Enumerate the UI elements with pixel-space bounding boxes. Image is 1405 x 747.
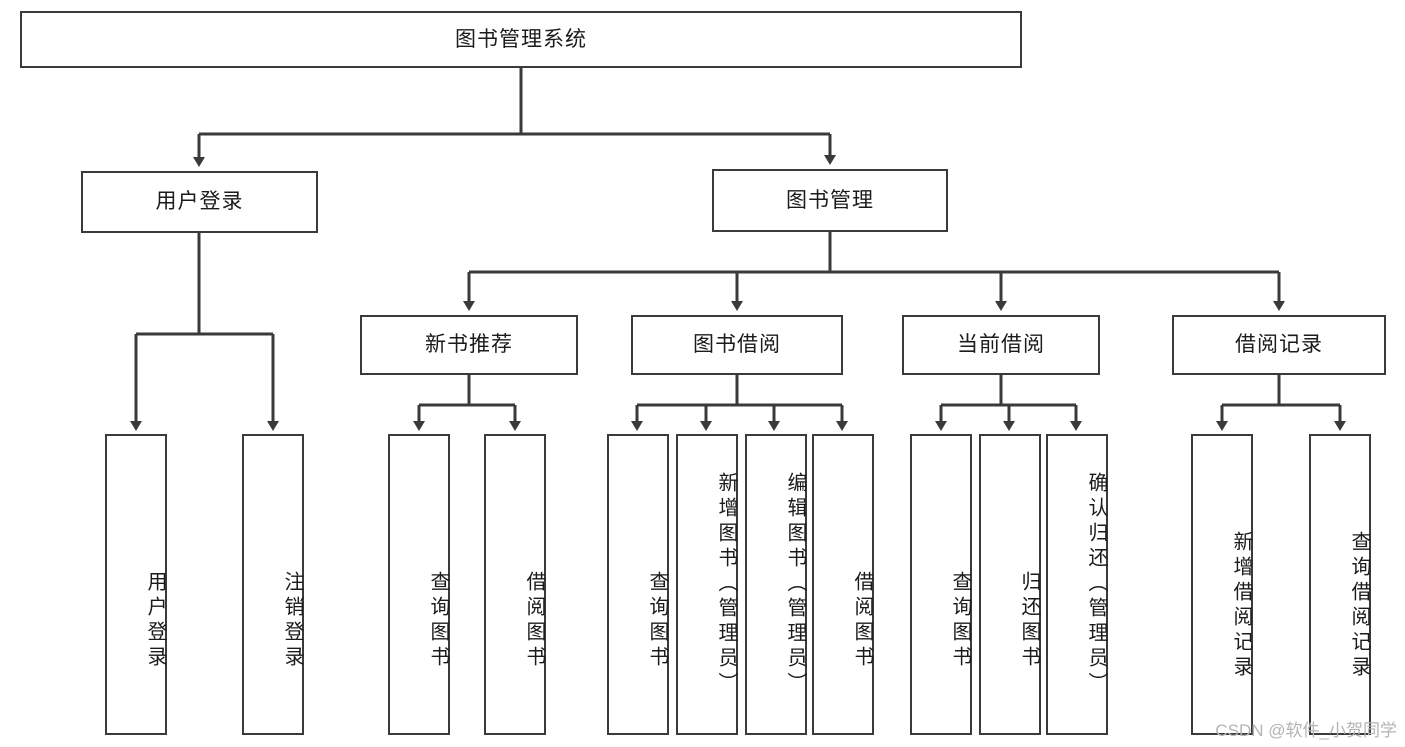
node-label: 借阅图书: [851, 570, 873, 671]
node-label: 新增图书（管理员）: [715, 472, 737, 697]
node-borrow-record[interactable]: 借阅记录: [1172, 315, 1386, 375]
leaf-borrow-book[interactable]: 借阅图书: [812, 434, 874, 735]
leaf-borrow-book-recommend[interactable]: 借阅图书: [484, 434, 546, 735]
node-label: 注销登录: [281, 570, 303, 671]
node-label: 查询图书: [427, 570, 449, 671]
leaf-query-book-current[interactable]: 查询图书: [910, 434, 972, 735]
node-label: 归还图书: [1018, 570, 1040, 671]
node-label: 用户登录: [144, 570, 166, 671]
leaf-query-book-borrow[interactable]: 查询图书: [607, 434, 669, 735]
watermark: CSDN @软件_小贺同学: [1215, 721, 1397, 740]
node-user-login[interactable]: 用户登录: [81, 171, 318, 233]
node-label: 查询借阅记录: [1348, 530, 1370, 681]
node-label: 确认归还（管理员）: [1085, 472, 1107, 697]
leaf-add-borrow-record[interactable]: 新增借阅记录: [1191, 434, 1253, 735]
node-label: 图书管理系统: [455, 27, 587, 51]
leaf-edit-book-admin[interactable]: 编辑图书（管理员）: [745, 434, 807, 735]
leaf-query-borrow-record[interactable]: 查询借阅记录: [1309, 434, 1371, 735]
node-label: 编辑图书（管理员）: [784, 472, 806, 697]
node-label: 用户登录: [155, 190, 244, 214]
leaf-add-book-admin[interactable]: 新增图书（管理员）: [676, 434, 738, 735]
node-label: 当前借阅: [957, 333, 1045, 357]
leaf-confirm-return-admin[interactable]: 确认归还（管理员）: [1046, 434, 1108, 735]
node-root-system[interactable]: 图书管理系统: [20, 11, 1022, 68]
node-label: 查询图书: [646, 570, 668, 671]
node-label: 借阅图书: [523, 570, 545, 671]
node-label: 图书借阅: [693, 333, 781, 357]
node-label: 图书管理: [786, 188, 874, 212]
node-label: 新书推荐: [425, 333, 513, 357]
node-book-borrow[interactable]: 图书借阅: [631, 315, 843, 375]
leaf-query-book-recommend[interactable]: 查询图书: [388, 434, 450, 735]
leaf-logout[interactable]: 注销登录: [242, 434, 304, 735]
node-label: 借阅记录: [1235, 333, 1323, 357]
node-book-management[interactable]: 图书管理: [712, 169, 948, 232]
leaf-return-book[interactable]: 归还图书: [979, 434, 1041, 735]
node-new-book-recommend[interactable]: 新书推荐: [360, 315, 578, 375]
leaf-user-login[interactable]: 用户登录: [105, 434, 167, 735]
node-label: 查询图书: [949, 570, 971, 671]
node-label: 新增借阅记录: [1230, 530, 1252, 681]
node-current-borrow[interactable]: 当前借阅: [902, 315, 1100, 375]
